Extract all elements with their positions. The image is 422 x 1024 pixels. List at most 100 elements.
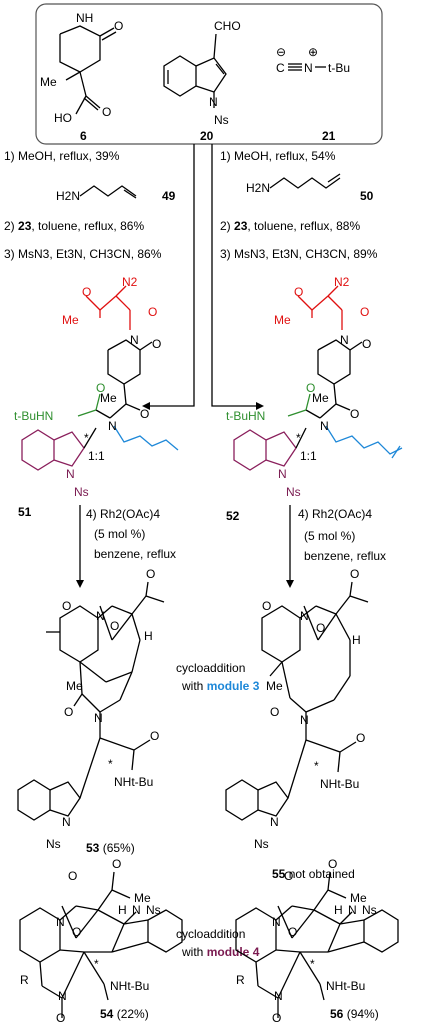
atom-me: Me	[312, 391, 329, 405]
structure-51	[21, 285, 179, 471]
atom-n: N	[272, 915, 281, 929]
atom-o: O	[112, 857, 121, 871]
cycloaddition-module-3-line-1: cycloaddition	[176, 661, 245, 675]
atom-o: O	[114, 19, 123, 33]
atom-o: O	[64, 705, 73, 719]
atom-n: N	[209, 95, 218, 109]
atom-me: Me	[40, 75, 57, 89]
label-compound-55: 55 not obtained	[272, 867, 355, 881]
structure-20	[163, 33, 227, 108]
atom-tbuhn: t-BuHN	[226, 409, 265, 423]
label-compound-21: 21	[322, 129, 336, 143]
atom-o: O	[350, 407, 359, 421]
amine-49: H2N	[56, 185, 137, 203]
arrow-to-52	[211, 144, 256, 407]
stereo-star: *	[296, 431, 301, 445]
left-step-3: 3) MsN3, Et3N, CH3CN, 86%	[4, 247, 162, 261]
right-step-4-line-1: 4) Rh2(OAc)4	[298, 507, 372, 521]
label-compound-53: 53 (65%)	[86, 841, 135, 855]
atom-tbuhn: t-BuHN	[14, 409, 53, 423]
atom-n: N	[66, 467, 75, 481]
left-step-1: 1) MeOH, reflux, 39%	[4, 149, 120, 163]
atom-c: C	[276, 61, 285, 75]
structure-52	[233, 285, 403, 471]
atom-o: O	[350, 567, 359, 581]
label-compound-20: 20	[200, 129, 214, 143]
atom-cho: CHO	[214, 19, 241, 33]
atom-n: N	[62, 815, 71, 829]
atom-o: O	[146, 567, 155, 581]
label-compound-52: 52	[226, 509, 240, 523]
atom-me: Me	[274, 313, 291, 327]
label-compound-54: 54 (22%)	[100, 1007, 149, 1021]
atom-o: O	[270, 705, 279, 719]
label-compound-51: 51	[18, 505, 32, 519]
atom-ns: Ns	[74, 485, 89, 499]
atom-o: O	[152, 337, 161, 351]
atom-n: N	[58, 989, 67, 1003]
atom-o: O	[72, 925, 81, 939]
atom-h2n: H2N	[56, 189, 80, 203]
atom-o: O	[148, 305, 157, 319]
cycloaddition-module-4-line-2: with module 4	[181, 945, 260, 959]
charge-plus: ⊕	[308, 45, 318, 59]
amine-50: H2N	[246, 173, 341, 195]
ratio-1-1: 1:1	[300, 449, 317, 463]
atom-o: O	[328, 857, 337, 871]
atom-n: N	[300, 713, 309, 727]
stereo-star: *	[314, 759, 319, 773]
atom-me: Me	[134, 891, 151, 905]
label-compound-6: 6	[80, 129, 87, 143]
atom-nhtbu: NHt-Bu	[110, 979, 149, 993]
atom-n2: N2	[334, 275, 350, 289]
atom-ho: HO	[54, 111, 72, 125]
arrow-to-51	[150, 144, 195, 407]
atom-o: O	[288, 925, 297, 939]
left-step-4-line-2: (5 mol %)	[94, 527, 145, 541]
ratio-1-1: 1:1	[88, 449, 105, 463]
atom-h: H	[118, 903, 127, 917]
left-step-4-line-3: benzene, reflux	[94, 547, 176, 561]
atom-n: N	[348, 903, 357, 917]
stereo-star: *	[94, 957, 99, 971]
atom-h: H	[352, 633, 361, 647]
atom-n: N	[274, 989, 283, 1003]
atom-me: Me	[66, 679, 83, 693]
atom-o: O	[62, 599, 71, 613]
stereo-star: *	[84, 431, 89, 445]
atom-me: Me	[350, 891, 367, 905]
atom-o: O	[96, 381, 105, 395]
atom-o: O	[294, 285, 303, 299]
atom-o: O	[68, 869, 77, 883]
stereo-star: *	[310, 957, 315, 971]
atom-o: O	[262, 599, 271, 613]
atom-n: N	[96, 609, 105, 623]
structure-54	[19, 871, 183, 1018]
label-compound-56: 56 (94%)	[330, 1007, 379, 1021]
structure-53	[17, 581, 165, 821]
atom-me: Me	[266, 679, 283, 693]
atom-nh: NH	[76, 11, 93, 25]
atom-o: O	[306, 381, 315, 395]
atom-o: O	[284, 869, 293, 883]
label-compound-49: 49	[162, 189, 176, 203]
atom-o: O	[362, 337, 371, 351]
right-step-4-line-3: benzene, reflux	[304, 549, 386, 563]
atom-o: O	[56, 1011, 65, 1024]
atom-o: O	[316, 621, 325, 635]
atom-ns: Ns	[46, 837, 61, 851]
atom-me: Me	[100, 391, 117, 405]
charge-minus: ⊖	[276, 45, 286, 59]
atom-n2: N2	[122, 275, 138, 289]
atom-ns: Ns	[214, 113, 229, 127]
atom-n: N	[56, 915, 65, 929]
right-step-4-line-2: (5 mol %)	[304, 529, 355, 543]
atom-o: O	[272, 1011, 281, 1024]
atom-h: H	[334, 903, 343, 917]
atom-o: O	[82, 285, 91, 299]
atom-o: O	[360, 305, 369, 319]
starting-materials-box	[35, 3, 383, 145]
atom-ns: Ns	[254, 837, 269, 851]
atom-r: R	[20, 973, 29, 987]
